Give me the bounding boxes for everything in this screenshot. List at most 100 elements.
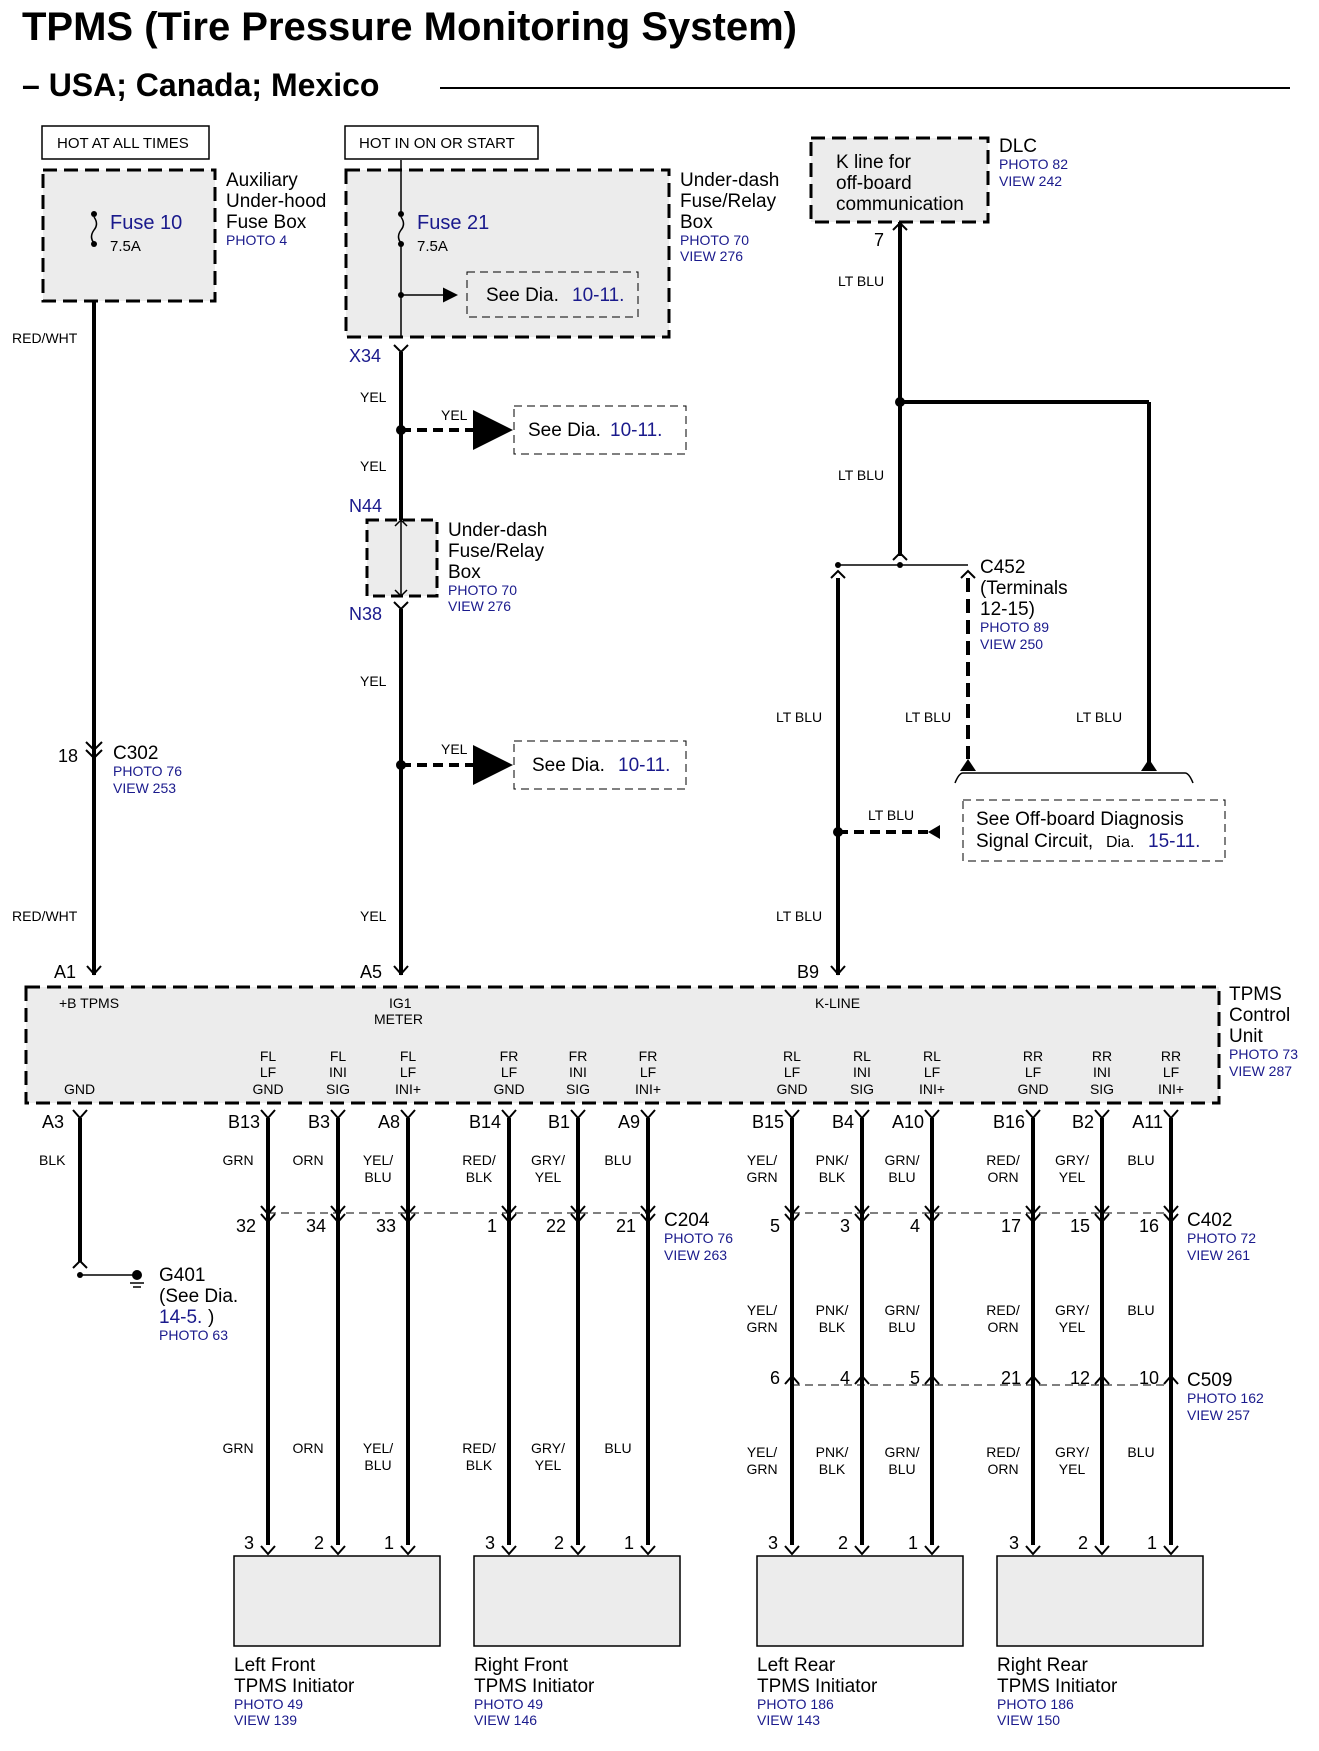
offboard-line2: Signal Circuit,	[976, 831, 1093, 852]
wire-color-a2-10: YEL	[1059, 1169, 1086, 1185]
init-rr-name1: Right Rear	[997, 1655, 1088, 1676]
left-rear-initiator	[756, 1555, 964, 1647]
init-lf-name1: Left Front	[234, 1655, 316, 1676]
pin-label-8: A10	[892, 1112, 924, 1132]
connector-1-pin-6: 5	[770, 1216, 780, 1236]
tpms-label-ig1: IG1	[389, 995, 412, 1011]
pin-terminal-3	[501, 1109, 517, 1120]
initiator-pin-9: 3	[1009, 1533, 1019, 1553]
hot-always-label: HOT AT ALL TIMES	[57, 135, 189, 152]
offboard-see-box	[962, 799, 1226, 862]
udash-box-photo: PHOTO 70	[680, 232, 749, 248]
init-rf-photo: PHOTO 49	[474, 1696, 543, 1712]
c302-view: VIEW 253	[113, 780, 176, 796]
tpms-control-unit	[24, 985, 1221, 1105]
initiator-pin-10: 2	[1078, 1533, 1088, 1553]
unit-label3-7: SIG	[850, 1081, 874, 1097]
offboard-line1: See Off-board Diagnosis	[976, 809, 1184, 830]
wire-label-ltblu-3: LT BLU	[776, 709, 822, 725]
wire-color-b2-7: BLK	[819, 1319, 846, 1335]
pin-terminal-8	[924, 1109, 940, 1120]
pin-label-0: B13	[228, 1112, 260, 1132]
pin-terminal-7	[854, 1109, 870, 1120]
initiator-terminal-2	[400, 1545, 416, 1556]
init-lf-photo: PHOTO 49	[234, 1696, 303, 1712]
left-front-initiator	[233, 1555, 441, 1647]
wire-color-b-10: GRY/	[1055, 1302, 1089, 1318]
unit-label-9: RR	[1023, 1048, 1043, 1064]
wire-color-b-8: GRN/	[885, 1302, 920, 1318]
initiator-terminal-7	[854, 1545, 870, 1556]
wire-label-redwht-2: RED/WHT	[12, 908, 78, 924]
unit-label-4: FR	[569, 1048, 588, 1064]
wire-color-c2-8: BLU	[888, 1461, 915, 1477]
unit-label3-11: INI+	[1158, 1081, 1184, 1097]
wire-label-redwht-1: RED/WHT	[12, 330, 78, 346]
wire-label-yel-2: YEL	[360, 458, 387, 474]
wire-color-c2-4: YEL	[535, 1457, 562, 1473]
c402-photo: PHOTO 72	[1187, 1230, 1256, 1246]
wire-color-b2-8: BLU	[888, 1319, 915, 1335]
aux-fuse-box	[41, 168, 217, 303]
connector-1-pin-0: 32	[236, 1216, 256, 1236]
wire-label-yel-1: YEL	[360, 389, 387, 405]
connector-2-10	[1094, 1374, 1110, 1385]
unit-label2-1: INI	[329, 1064, 347, 1080]
unit-label3-8: INI+	[919, 1081, 945, 1097]
x34-pin: X34	[349, 346, 381, 366]
unit-label-0: FL	[260, 1048, 277, 1064]
pin-terminal-10	[1094, 1109, 1110, 1120]
udash-see-ref: 10-11.	[572, 285, 624, 306]
unit-label3-4: SIG	[566, 1081, 590, 1097]
initiator-terminal-9	[1025, 1545, 1041, 1556]
unit-label3-5: INI+	[635, 1081, 661, 1097]
wire-color-a2-2: BLU	[364, 1169, 391, 1185]
wire-label-ltblu-6: LT BLU	[868, 807, 914, 823]
tpms-name1: TPMS	[1229, 984, 1282, 1005]
initiator-pin-4: 2	[554, 1533, 564, 1553]
udash2-name3: Box	[448, 562, 481, 583]
initiator-terminal-8	[924, 1545, 940, 1556]
c204-view: VIEW 263	[664, 1247, 727, 1263]
wire-label-yel-branch1: YEL	[441, 407, 468, 423]
connector-1-0	[260, 1205, 276, 1224]
dlc-line1: K line for	[836, 152, 912, 173]
c509-photo: PHOTO 162	[1187, 1390, 1264, 1406]
pin-label-4: B1	[548, 1112, 570, 1132]
unit-label-2: FL	[400, 1048, 417, 1064]
tpms-label-gnd: GND	[64, 1081, 95, 1097]
tpms-pin-a1: A1	[54, 962, 76, 982]
unit-label2-7: INI	[853, 1064, 871, 1080]
pin-label-2: A8	[378, 1112, 400, 1132]
connector-2-9	[1025, 1374, 1041, 1385]
wire-color-a2-4: YEL	[535, 1169, 562, 1185]
udash-box-name2: Fuse/Relay	[680, 191, 777, 212]
unit-label2-11: LF	[1163, 1064, 1179, 1080]
initiator-pin-7: 2	[838, 1533, 848, 1553]
wire-color-a-3: RED/	[462, 1152, 496, 1168]
pin-terminal-5	[640, 1109, 656, 1120]
wire-color-a-9: RED/	[986, 1152, 1020, 1168]
tpms-photo: PHOTO 73	[1229, 1046, 1298, 1062]
unit-label2-4: INI	[569, 1064, 587, 1080]
wire-color-a2-9: ORN	[987, 1169, 1018, 1185]
init-rf-name2: TPMS Initiator	[474, 1676, 595, 1697]
unit-label-10: RR	[1092, 1048, 1112, 1064]
offboard-ref: 15-11.	[1148, 831, 1200, 852]
wire-color-a-4: GRY/	[531, 1152, 565, 1168]
wire-color-c2-7: BLK	[819, 1461, 846, 1477]
wire-color-c-11: BLU	[1127, 1444, 1154, 1460]
aux-box-name3: Fuse Box	[226, 212, 307, 233]
initiator-pin-0: 3	[244, 1533, 254, 1553]
connector-2-pin-10: 12	[1070, 1368, 1090, 1388]
unit-label2-9: LF	[1025, 1064, 1041, 1080]
wire-color-a-6: YEL/	[747, 1152, 777, 1168]
initiator-pin-11: 1	[1147, 1533, 1157, 1553]
udash2-box	[365, 518, 439, 598]
c452-view: VIEW 250	[980, 636, 1043, 652]
udash-box-view: VIEW 276	[680, 248, 743, 264]
wire-color-a-5: BLU	[604, 1152, 631, 1168]
udash-see-label: See Dia.	[486, 285, 559, 306]
unit-label3-10: SIG	[1090, 1081, 1114, 1097]
c302-photo: PHOTO 76	[113, 763, 182, 779]
